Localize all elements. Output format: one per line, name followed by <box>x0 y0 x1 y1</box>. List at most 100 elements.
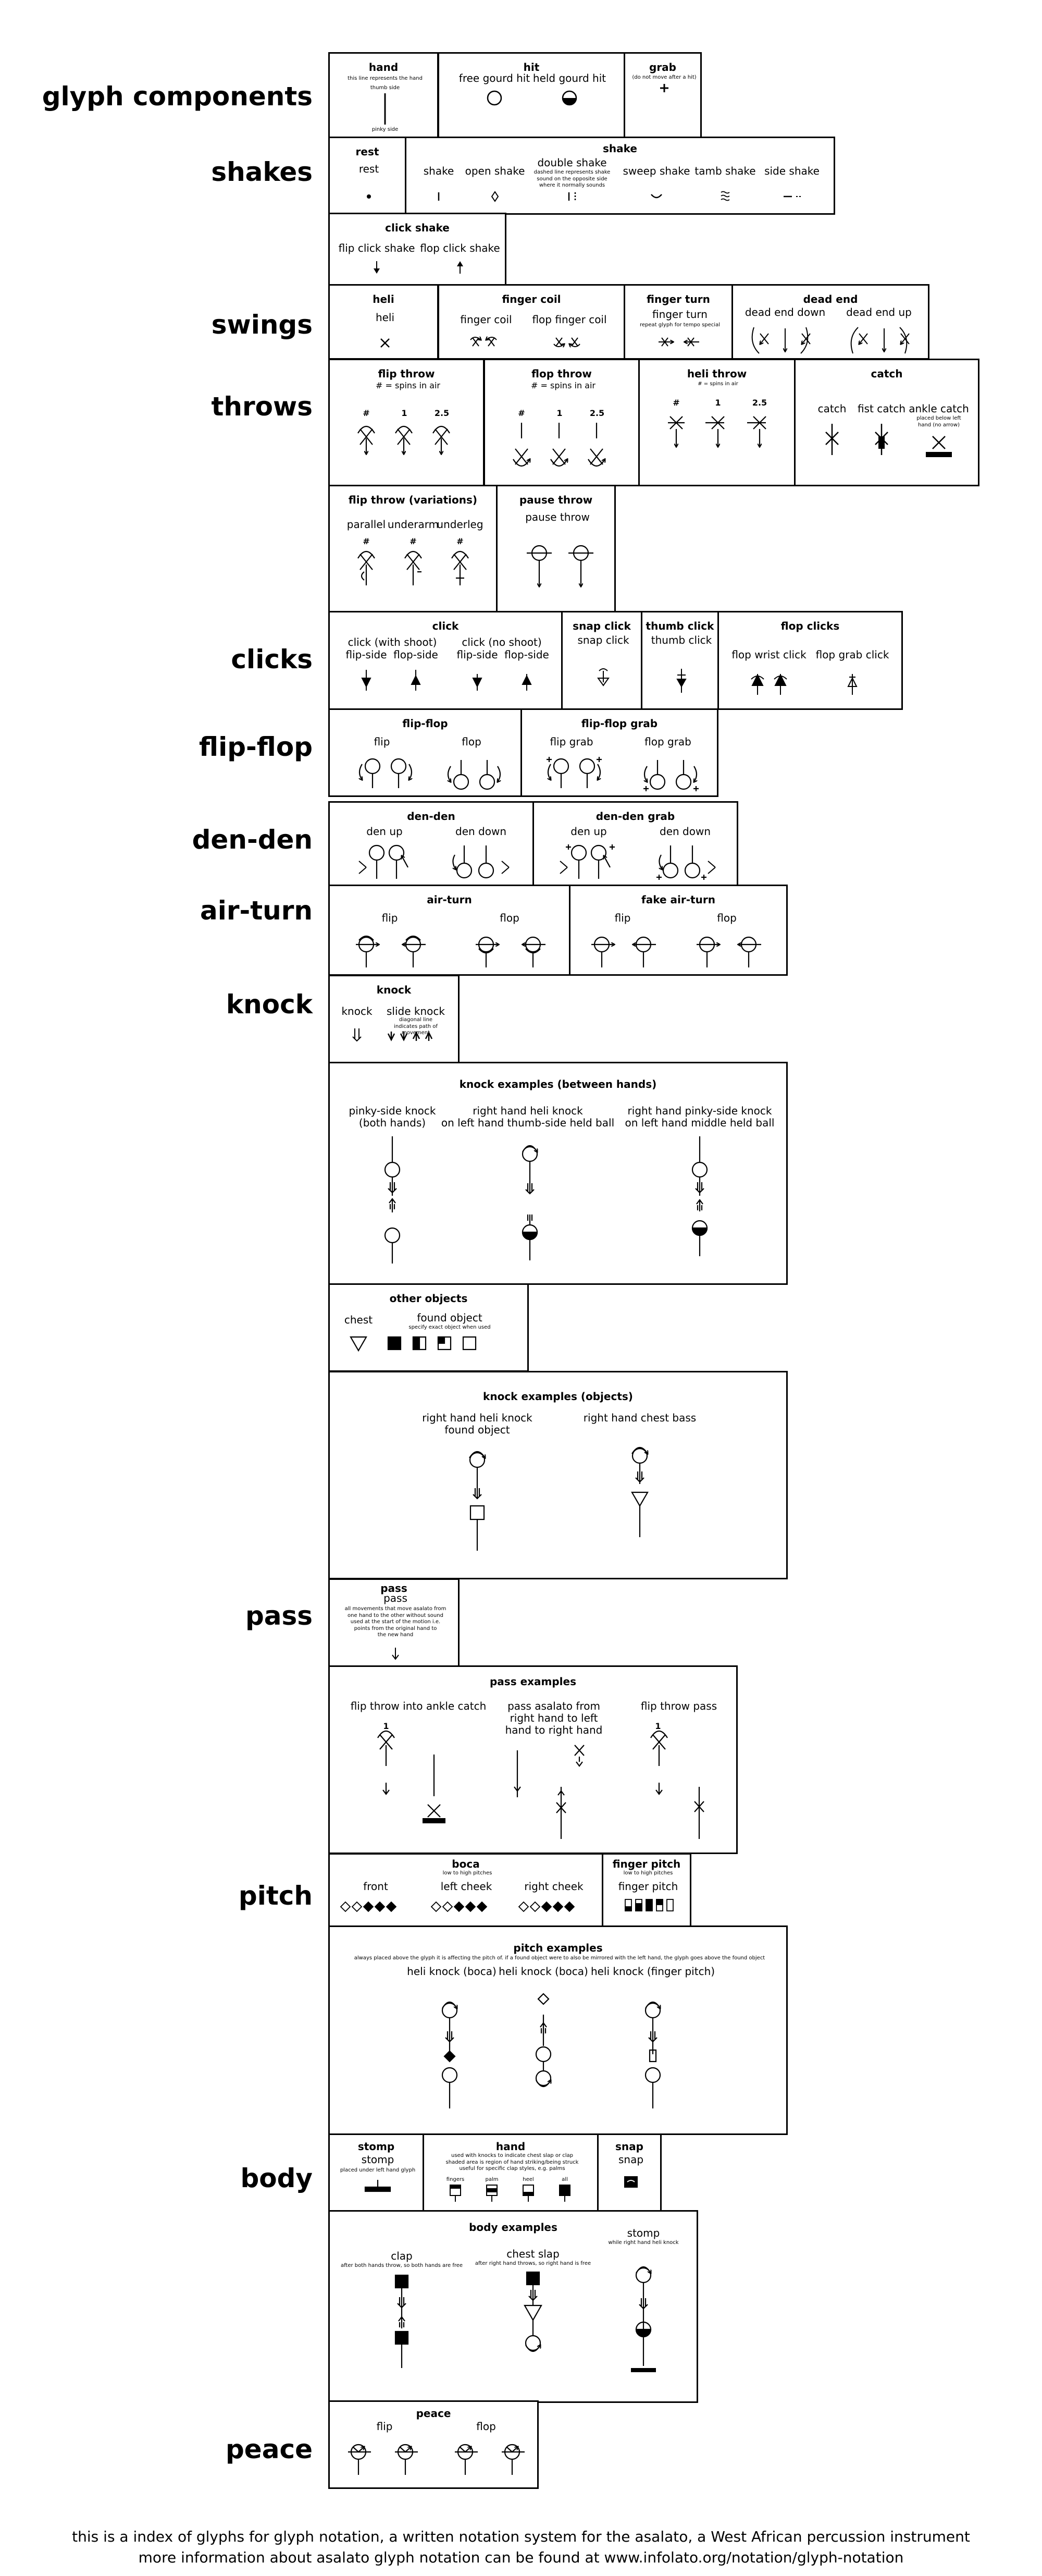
underarm-num: # <box>410 536 417 546</box>
dead-end-box: dead end dead end down dead end up <box>731 284 929 360</box>
pitch-examples-note: always placed above the glyph it is affe… <box>354 1955 765 1961</box>
flip-flop-flip-label: flip <box>374 735 390 748</box>
click-with-flip-side: flip-side <box>345 648 387 661</box>
flip-grab-label: flip grab <box>550 735 593 748</box>
snap-icon <box>624 2176 638 2188</box>
knock-example-b-label: right hand heli knock on left hand thumb… <box>441 1105 615 1129</box>
hand-palm-label: palm <box>485 2177 499 2182</box>
flip-flop-grab-box: flip-flop grab flip grab flop grab <box>520 708 718 797</box>
peace-glyphs <box>348 2402 525 2475</box>
catch-title: catch <box>871 367 903 380</box>
pass-example-b-label: pass asalato from right hand to left han… <box>505 1700 603 1736</box>
flip-throw-box: flip throw # = spins in air # 1 2.5 <box>328 359 485 486</box>
finger-pitch-box: finger pitch low to high pitches finger … <box>602 1853 691 1927</box>
boca-front-label: front <box>363 1880 388 1893</box>
double-shake-note: dashed line represents shake sound on th… <box>534 169 611 188</box>
peace-title: peace <box>416 2407 451 2420</box>
den-den-box: den-den den up den down <box>328 801 534 886</box>
pass-examples-box: pass examples flip throw into ankle catc… <box>328 1665 738 1854</box>
pass-examples-glyphs <box>377 1730 704 1839</box>
row-label-knock: knock <box>226 989 313 1020</box>
flip-flop-glyphs <box>330 758 520 790</box>
found-object-label: found object <box>417 1311 482 1324</box>
finger-pitch-label: finger pitch <box>618 1880 678 1893</box>
finger-pitch-glyphs <box>625 1899 674 1911</box>
snap-click-label: snap click <box>577 634 629 646</box>
row-label-body: body <box>240 2163 313 2193</box>
other-objects-title: other objects <box>389 1292 468 1305</box>
free-gourd-hit-label: free gourd hit <box>458 72 530 84</box>
flip-flop-grab-glyphs <box>547 757 699 791</box>
heli-x-icon <box>380 338 390 348</box>
boca-pitch-diamond <box>351 1901 363 1912</box>
heli-throw-num-hash: # <box>673 398 680 408</box>
row-label-pitch: pitch <box>238 1881 313 1911</box>
flop-click-shake-label: flop click shake <box>420 242 500 254</box>
shake-glyphs <box>438 191 802 202</box>
shake-box: shake shake open shake double shake dash… <box>405 137 835 215</box>
boca-pitch-diamond <box>374 1901 386 1912</box>
knock-object-a-label: right hand heli knock found object <box>422 1412 532 1436</box>
body-examples-glyphs <box>394 2266 656 2372</box>
fake-air-turn-box: fake air-turn flip flop <box>569 885 788 976</box>
chest-label: chest <box>344 1314 373 1326</box>
shake-title: shake <box>603 142 637 155</box>
pass-example-c-num: 1 <box>655 1721 661 1731</box>
den-den-grab-glyphs <box>560 844 716 880</box>
flop-finger-coil-label: flop finger coil <box>532 313 607 326</box>
knock-icon <box>352 1028 362 1042</box>
hit-title: hit <box>523 61 540 73</box>
open-shake-icon <box>491 191 499 202</box>
air-turn-title: air-turn <box>427 893 472 906</box>
clap-label: clap <box>391 2250 413 2262</box>
hand-pinky-side: pinky side <box>371 127 399 132</box>
pass-example-a-num: 1 <box>383 1721 389 1731</box>
stomp-box: stomp stomp placed under left hand glyph <box>328 2133 424 2212</box>
flop-grab-label: flop grab <box>644 735 691 748</box>
footer-line-1: this is a index of glyphs for glyph nota… <box>72 2528 970 2545</box>
den-up-label: den up <box>366 825 403 838</box>
boca-pitch-diamond <box>476 1901 488 1912</box>
boca-pitch-diamond <box>453 1901 465 1912</box>
catch-label: catch <box>817 402 847 415</box>
dead-end-down-label: dead end down <box>745 306 826 318</box>
heli-throw-title: heli throw <box>687 367 747 380</box>
boca-pitch-diamond <box>564 1901 575 1912</box>
pitch-example-c-label: heli knock (finger pitch) <box>590 1965 715 1978</box>
flop-wrist-click-label: flop wrist click <box>731 648 807 661</box>
flip-throw-glyphs <box>357 425 450 485</box>
open-shake-label: open shake <box>465 165 525 177</box>
boca-right-cheek-label: right cheek <box>524 1880 584 1893</box>
flop-clicks-glyphs <box>751 673 858 695</box>
knock-glyphs <box>352 1028 433 1042</box>
thumb-click-box: thumb click thumb click <box>641 611 719 710</box>
flop-throw-subtitle: # = spins in air <box>531 381 596 390</box>
flip-flop-box: flip-flop flip flop <box>328 708 522 797</box>
den-den-grab-title: den-den grab <box>596 810 675 823</box>
knock-objects-title: knock examples (objects) <box>483 1390 633 1403</box>
pause-throw-glyphs <box>527 545 593 611</box>
pass-note: all movements that move asalato from one… <box>344 1606 446 1638</box>
body-examples-box: body examples clap after both hands thro… <box>328 2210 698 2403</box>
stomp-title: stomp <box>357 2140 395 2153</box>
parallel-label: parallel <box>346 518 386 531</box>
flip-flop-grab-title: flip-flop grab <box>581 717 658 730</box>
click-shake-box: click shake flip click shake flop click … <box>328 213 506 286</box>
peace-box: peace flip flop <box>328 2400 539 2489</box>
click-with-flop-side: flop-side <box>393 648 438 661</box>
pause-throw-box: pause throw pause throw <box>496 485 616 612</box>
snap-click-title: snap click <box>573 620 631 632</box>
click-shake-glyphs <box>374 261 463 274</box>
boca-pitch-diamond <box>518 1901 529 1912</box>
sweep-shake-label: sweep shake <box>623 165 690 177</box>
grab-plus-icon <box>660 84 668 92</box>
flip-throw-subtitle: # = spins in air <box>376 381 440 390</box>
click-with-shoot-label: click (with shoot) <box>348 636 437 648</box>
knock-objects-box: knock examples (objects) right hand heli… <box>328 1371 788 1579</box>
click-box: click click (with shoot) click (no shoot… <box>328 611 563 710</box>
row-label-glyph-components: glyph components <box>42 81 313 112</box>
stomp-note: placed under left hand glyph <box>340 2167 416 2173</box>
fist-catch-label: fist catch <box>858 402 905 415</box>
boca-pitch-diamond <box>529 1901 541 1912</box>
ankle-catch-icon <box>932 436 946 449</box>
